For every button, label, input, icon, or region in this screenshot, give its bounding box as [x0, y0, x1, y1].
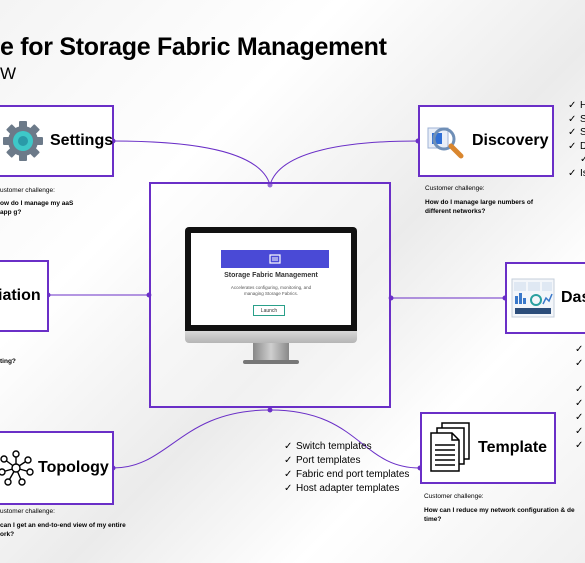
template-label: Template: [478, 439, 548, 456]
monitor-bezel: Storage Fabric Management Accelerates co…: [185, 227, 357, 337]
topology-question: can I get an end-to-end view of my entir…: [0, 522, 126, 538]
topology-challenge-label: ustomer challenge:: [0, 508, 55, 515]
topology-node[interactable]: Topology: [0, 431, 114, 505]
discovery-check-list: H S S D in Is: [568, 99, 585, 180]
monitor-screen: Storage Fabric Management Accelerates co…: [191, 233, 351, 325]
monitor: Storage Fabric Management Accelerates co…: [185, 227, 357, 397]
fabric-logo-icon: [269, 254, 281, 264]
settings-node[interactable]: Settings: [0, 105, 114, 177]
gear-icon: [2, 120, 44, 162]
discovery-check-item: S: [568, 126, 585, 140]
template-question: How can I reduce my network configuratio…: [424, 507, 575, 523]
discovery-challenge-label: Customer challenge:: [425, 185, 485, 192]
template-check-list: Switch templates Port templates Fabric e…: [284, 440, 409, 496]
remediation-label: iation: [0, 287, 41, 304]
dashboard-check-item: [575, 357, 585, 371]
template-check-item: Port templates: [284, 454, 409, 468]
page-title: e for Storage Fabric Management: [0, 33, 387, 61]
discovery-check-item: S: [568, 113, 585, 127]
template-check-item: Switch templates: [284, 440, 409, 454]
screen-title: Storage Fabric Management: [224, 272, 318, 279]
discovery-node[interactable]: Discovery: [418, 105, 554, 177]
template-check-item: Fabric end port templates: [284, 468, 409, 482]
settings-challenge-label: ustomer challenge:: [0, 187, 55, 194]
dashboard-check-list: [575, 343, 585, 453]
settings-question: ow do I manage my aaS app g?: [0, 200, 74, 216]
settings-label: Settings: [50, 132, 114, 149]
remediation-question: ting?: [0, 358, 16, 365]
discovery-check-item: D: [568, 140, 585, 154]
dashboard-check-item: [575, 397, 585, 411]
template-challenge-label: Customer challenge:: [424, 493, 484, 500]
documents-icon: [428, 421, 472, 475]
dashboard-check-item: [575, 411, 585, 425]
launch-button[interactable]: Launch: [253, 305, 285, 316]
dashboard-check-item: [575, 425, 585, 439]
discovery-check-item: in: [568, 153, 585, 167]
remediation-node[interactable]: iation: [0, 260, 49, 332]
monitor-chin: [185, 331, 357, 343]
discovery-label: Discovery: [472, 132, 549, 149]
topology-icon: [0, 450, 34, 486]
dashboard-icon: [511, 278, 555, 318]
monitor-stand: [253, 343, 289, 362]
dashboard-check-item: [575, 383, 585, 397]
dashboard-label: Das: [561, 289, 585, 306]
dashboard-check-item: [575, 439, 585, 453]
screen-description: Accelerates configuring, monitoring, and…: [230, 285, 312, 296]
topology-label: Topology: [38, 459, 109, 476]
monitor-base: [243, 360, 299, 364]
discovery-question: How do I manage large numbers of differe…: [425, 199, 533, 215]
discovery-check-item: Is: [568, 167, 585, 181]
dashboard-node[interactable]: Das: [505, 262, 585, 334]
dashboard-check-item: [575, 343, 585, 357]
search-icon: [426, 122, 464, 160]
center-product-box: Storage Fabric Management Accelerates co…: [149, 182, 391, 408]
template-node[interactable]: Template: [420, 412, 556, 484]
template-check-item: Host adapter templates: [284, 482, 409, 496]
screen-banner: [221, 250, 329, 268]
discovery-check-item: H: [568, 99, 585, 113]
page-subtitle: W: [0, 64, 17, 83]
